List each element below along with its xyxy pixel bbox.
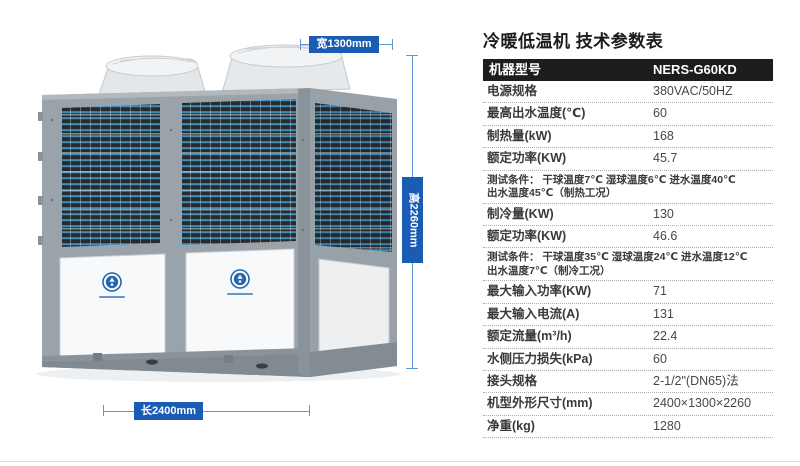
model-value: NERS-G60KD xyxy=(653,62,737,77)
table-row: 制冷量(KW) 130 xyxy=(483,204,773,226)
table-row: 接头规格 2-1/2"(DN65)法 xyxy=(483,371,773,394)
top-rail-highlight xyxy=(42,88,310,100)
spec-label: 制冷量(KW) xyxy=(487,206,554,221)
test-conditions-line: 测试条件： 干球温度35℃ 湿球温度24℃ 进水温度12℃ xyxy=(487,251,748,264)
table-row: 机型外形尺寸(mm) 2400×1300×2260 xyxy=(483,393,773,416)
test-conditions-line: 出水温度45℃（制热工况） xyxy=(487,187,617,200)
spec-label: 最大输入功率(KW) xyxy=(487,284,592,299)
table-row: 最大输入功率(KW) 71 xyxy=(483,281,773,304)
dim-tick xyxy=(392,39,393,50)
fan-icon xyxy=(97,55,207,98)
spec-label: 接头规格 xyxy=(487,373,538,388)
spec-panel: 冷暖低温机 技术参数表 机器型号 NERS-G60KD 电源规格 380VAC/… xyxy=(483,27,773,439)
spec-value: 380VAC/50HZ xyxy=(653,84,733,98)
brand-logo-icon xyxy=(99,272,125,298)
spec-label: 水侧压力损失(kPa) xyxy=(487,351,593,366)
side-white-panel xyxy=(318,258,390,358)
spec-label: 制热量(kW) xyxy=(487,128,552,143)
model-label: 机器型号 xyxy=(489,62,542,77)
spec-label: 最大输入电流(A) xyxy=(487,306,580,321)
table-row: 电源规格 380VAC/50HZ xyxy=(483,81,773,104)
table-row: 最大输入电流(A) 131 xyxy=(483,304,773,327)
spec-value: 45.7 xyxy=(653,151,678,166)
height-dim-label: 高2260mm xyxy=(402,177,423,263)
product-figure: 宽1300mm 高2260mm 长2400mm xyxy=(36,36,423,420)
spec-value: 2400×1300×2260 xyxy=(653,396,752,411)
footer-divider xyxy=(0,461,800,462)
spec-value: 60 xyxy=(653,351,667,366)
spec-label: 最高出水温度(℃) xyxy=(487,106,586,121)
spec-label: 额定功率(KW) xyxy=(487,151,567,166)
test-conditions-row: 测试条件： 干球温度35℃ 湿球温度24℃ 进水温度12℃ 出水温度7℃（制冷工… xyxy=(483,248,773,282)
table-row: 额定功率(KW) 45.7 xyxy=(483,148,773,171)
spec-value: 1280 xyxy=(653,418,681,433)
page-title: 冷暖低温机 技术参数表 xyxy=(483,32,664,51)
test-conditions-line: 出水温度7℃（制冷工况） xyxy=(487,264,611,277)
spec-label: 额定功率(KW) xyxy=(487,228,567,243)
dim-tick xyxy=(406,55,418,56)
spec-label: 机型外形尺寸(mm) xyxy=(487,396,593,411)
table-row: 额定流量(m³/h) 22.4 xyxy=(483,326,773,349)
spec-value: 130 xyxy=(653,206,674,221)
side-base xyxy=(310,342,397,377)
spec-value: 131 xyxy=(653,306,674,321)
test-conditions-line: 测试条件： 干球温度7℃ 湿球温度6℃ 进水温度40℃ xyxy=(487,173,736,186)
front-white-panel xyxy=(185,248,295,359)
spec-value: 46.6 xyxy=(653,228,678,243)
table-row: 额定功率(KW) 46.6 xyxy=(483,226,773,249)
spec-label: 净重(kg) xyxy=(487,418,535,433)
brand-logo-icon xyxy=(227,269,253,295)
spec-value: 2-1/2"(DN65)法 xyxy=(653,373,739,388)
table-row: 净重(kg) 1280 xyxy=(483,416,773,439)
heat-pump-illustration xyxy=(36,44,400,382)
height-dim-text: 高2260mm xyxy=(407,192,419,248)
dim-tick xyxy=(103,405,104,416)
dim-tick xyxy=(300,39,301,50)
front-white-panel xyxy=(59,253,166,362)
dim-tick xyxy=(406,368,418,369)
dim-tick xyxy=(309,405,310,416)
spec-label: 电源规格 xyxy=(487,84,538,98)
table-row: 最高出水温度(℃) 60 xyxy=(483,103,773,126)
table-row: 水侧压力损失(kPa) 60 xyxy=(483,349,773,371)
length-dim-line xyxy=(103,411,310,412)
spec-value: 60 xyxy=(653,106,667,121)
spec-label: 额定流量(m³/h) xyxy=(487,329,572,344)
length-dim-label: 长2400mm xyxy=(134,402,203,420)
table-header-row: 机器型号 NERS-G60KD xyxy=(483,59,773,81)
spec-value: 22.4 xyxy=(653,329,678,344)
width-dim-label: 宽1300mm xyxy=(309,36,379,53)
table-row: 制热量(kW) 168 xyxy=(483,126,773,149)
spec-value: 168 xyxy=(653,128,674,143)
spec-value: 71 xyxy=(653,284,667,299)
test-conditions-row: 测试条件： 干球温度7℃ 湿球温度6℃ 进水温度40℃ 出水温度45℃（制热工况… xyxy=(483,171,773,204)
